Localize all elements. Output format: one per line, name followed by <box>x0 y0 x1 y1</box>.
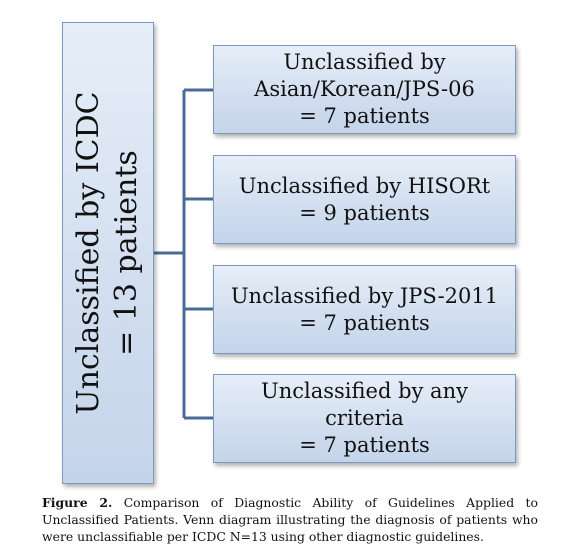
child-node-1-line-3: = 7 patients <box>299 104 430 128</box>
figure-caption: Figure 2. Comparison of Diagnostic Abili… <box>42 494 538 545</box>
child-node-jps2011: Unclassified by JPS-2011 = 7 patients <box>213 265 516 354</box>
root-node: Unclassified by ICDC = 13 patients <box>62 22 154 484</box>
root-node-label: Unclassified by ICDC = 13 patients <box>70 33 146 473</box>
root-node-line-1: Unclassified by ICDC <box>71 91 106 415</box>
child-node-2-line-2: = 9 patients <box>299 200 430 225</box>
figure-caption-label: Figure 2. <box>42 495 113 510</box>
child-node-4-line-3: = 7 patients <box>299 433 430 457</box>
child-node-2-line-1: Unclassified by HISORt <box>238 173 491 198</box>
child-node-1-line-2: Asian/Korean/JPS-06 <box>254 77 475 101</box>
child-node-4-line-2: criteria <box>325 406 404 430</box>
child-node-asian-korean-jps06: Unclassified by Asian/Korean/JPS-06 = 7 … <box>213 45 516 134</box>
child-node-3-line-2: = 7 patients <box>299 310 430 335</box>
child-node-4-line-1: Unclassified by any <box>261 379 468 403</box>
root-node-line-2: = 13 patients <box>109 150 144 356</box>
child-node-hisort: Unclassified by HISORt = 9 patients <box>213 155 516 244</box>
figure-caption-text: Comparison of Diagnostic Ability of Guid… <box>42 495 538 544</box>
child-node-1-line-1: Unclassified by <box>283 50 446 74</box>
child-node-any-criteria: Unclassified by any criteria = 7 patient… <box>213 374 516 463</box>
child-node-3-line-1: Unclassified by JPS-2011 <box>230 283 499 308</box>
